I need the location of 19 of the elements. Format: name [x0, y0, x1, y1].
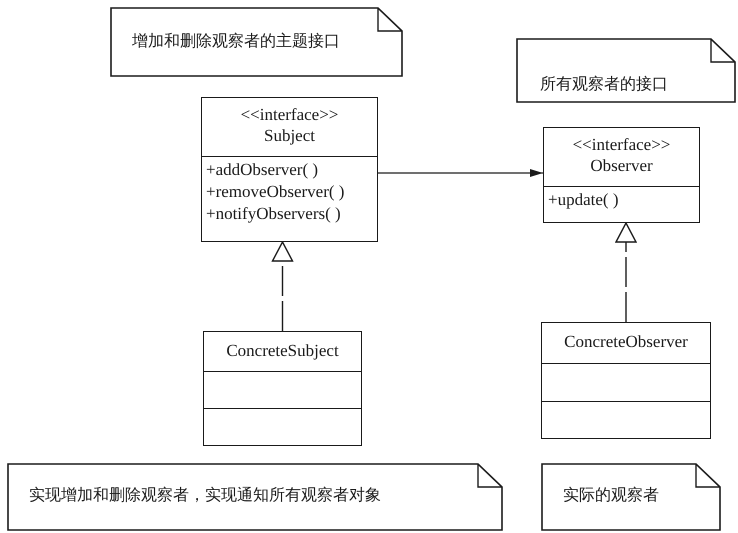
arrow: [378, 169, 543, 177]
class-box: [201, 97, 378, 242]
realization-arrow: [272, 241, 294, 331]
note: 实现增加和删除观察者，实现通知所有观察者对象: [7, 463, 503, 531]
class-box: [543, 127, 700, 223]
operation-text: +addObserver( ): [206, 159, 320, 181]
class-name: ConcreteObserver: [563, 331, 689, 353]
note: 所有观察者的接口: [516, 38, 736, 103]
class-name: <<interface>> Observer: [572, 134, 672, 177]
realization-arrow: [615, 222, 637, 322]
operation-text: +update( ): [548, 189, 620, 211]
class-name: ConcreteSubject: [225, 340, 340, 362]
note: 实际的观察者: [541, 463, 721, 531]
note: 增加和删除观察者的主题接口: [110, 7, 403, 77]
operation-text: +notifyObservers( ): [206, 203, 342, 225]
class-name: <<interface>> Subject: [240, 104, 340, 147]
class-box: [203, 331, 362, 446]
operation-text: +removeObserver( ): [206, 181, 346, 203]
class-box: [541, 322, 711, 439]
